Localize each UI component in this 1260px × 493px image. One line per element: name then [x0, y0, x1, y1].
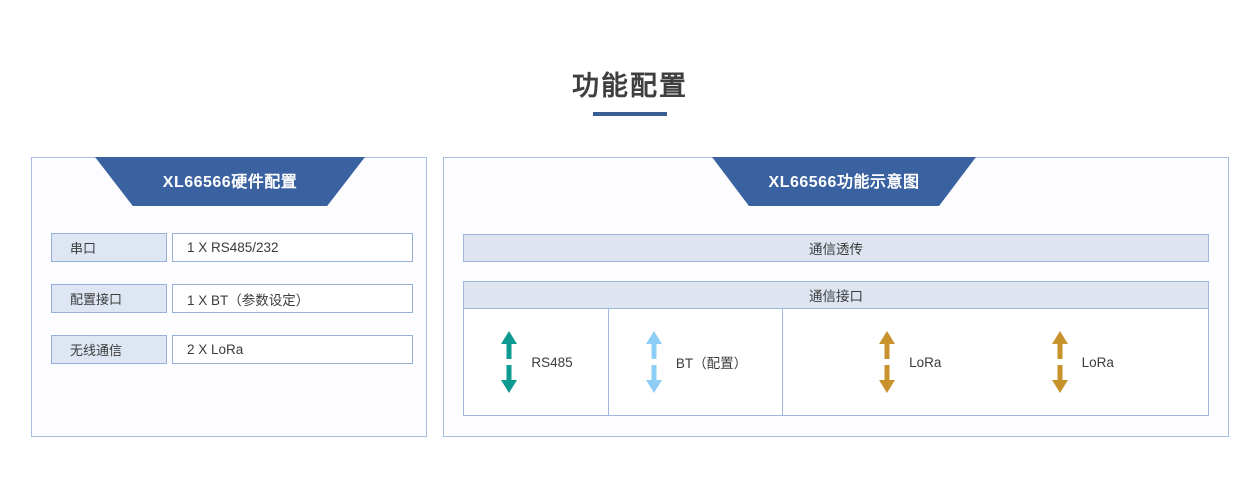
page-title-block: 功能配置: [0, 68, 1260, 116]
row-label-config-port: 配置接口: [51, 284, 167, 313]
function-diagram: 通信透传 通信接口 RS485: [463, 234, 1209, 416]
interface-label-lora-1: LoRa: [909, 354, 942, 370]
row-value-wireless: 2 X LoRa: [172, 335, 413, 364]
double-arrow-vertical-icon: [877, 331, 897, 393]
table-row: 配置接口 1 X BT（参数设定）: [51, 284, 413, 313]
row-label-wireless: 无线通信: [51, 335, 167, 364]
interface-label-lora-2: LoRa: [1081, 354, 1114, 370]
title-underline: [593, 112, 667, 116]
double-arrow-vertical-icon: [644, 331, 664, 393]
interface-cell-bt: BT（配置）: [609, 309, 783, 415]
table-row: 串口 1 X RS485/232: [51, 233, 413, 262]
interface-item-lora-2: LoRa: [1050, 331, 1114, 393]
row-value-serial: 1 X RS485/232: [172, 233, 413, 262]
page-title: 功能配置: [572, 71, 688, 101]
table-row: 无线通信 2 X LoRa: [51, 335, 413, 364]
interface-cell-lora-group: LoRa LoRa: [783, 309, 1208, 415]
interface-label-bt: BT（配置）: [675, 356, 748, 371]
hardware-config-panel: XL66566硬件配置 串口 1 X RS485/232 配置接口 1 X BT…: [31, 157, 427, 437]
interface-cell-rs485: RS485: [464, 309, 609, 415]
hardware-config-banner: XL66566硬件配置: [95, 157, 365, 206]
interface-label-rs485: RS485: [531, 354, 573, 370]
row-label-serial: 串口: [51, 233, 167, 262]
hardware-config-rows: 串口 1 X RS485/232 配置接口 1 X BT（参数设定） 无线通信 …: [51, 233, 413, 364]
function-diagram-banner: XL66566功能示意图: [712, 157, 976, 206]
interface-block: 通信接口 RS485: [463, 281, 1209, 416]
function-diagram-panel: XL66566功能示意图 通信透传 通信接口 RS485: [443, 157, 1229, 437]
interface-header: 通信接口: [464, 282, 1208, 309]
transparent-transmission-bar: 通信透传: [463, 234, 1209, 262]
double-arrow-vertical-icon: [1050, 331, 1070, 393]
double-arrow-vertical-icon: [499, 331, 519, 393]
interface-cells: RS485 BT（配置）: [464, 309, 1208, 415]
interface-item-lora-1: LoRa: [877, 331, 941, 393]
row-value-config-port: 1 X BT（参数设定）: [172, 284, 413, 313]
